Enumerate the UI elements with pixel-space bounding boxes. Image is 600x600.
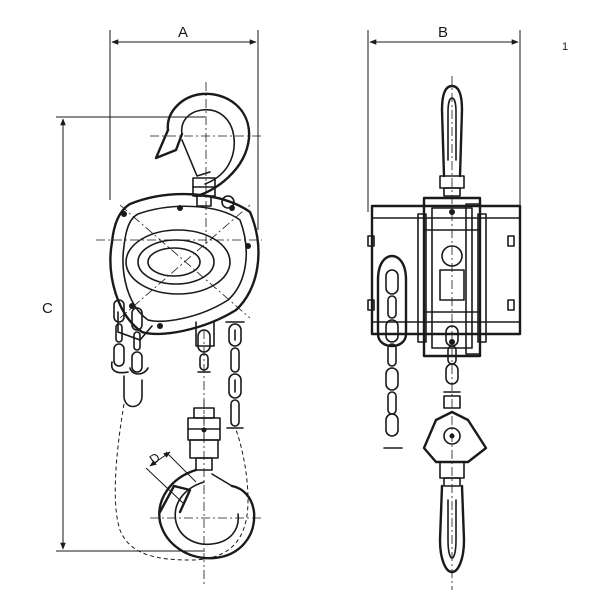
dimension-c-label: C: [42, 300, 53, 317]
dimension-d-label: D: [146, 450, 162, 468]
side-hand-chain: [376, 254, 408, 449]
hoist-body: [96, 192, 262, 347]
front-view: A C: [42, 24, 262, 585]
corner-mark: 1: [562, 41, 568, 53]
dimension-b-label: B: [438, 24, 448, 41]
side-view: B 1: [367, 24, 568, 590]
side-bottom-block: [422, 395, 488, 487]
top-hook: [150, 82, 262, 250]
bottom-hook-block: [187, 400, 221, 585]
hand-chain-left: [110, 299, 149, 408]
dimension-a-label: A: [178, 24, 188, 41]
dimension-a: A: [109, 24, 259, 230]
dimension-c: C: [42, 116, 205, 552]
side-bottom-hook: [438, 484, 466, 574]
side-load-chain: [443, 325, 461, 393]
bottom-hook: [150, 468, 262, 560]
load-chain-right: [225, 321, 245, 429]
dimension-b: B: [367, 24, 521, 220]
side-body: [367, 196, 522, 358]
